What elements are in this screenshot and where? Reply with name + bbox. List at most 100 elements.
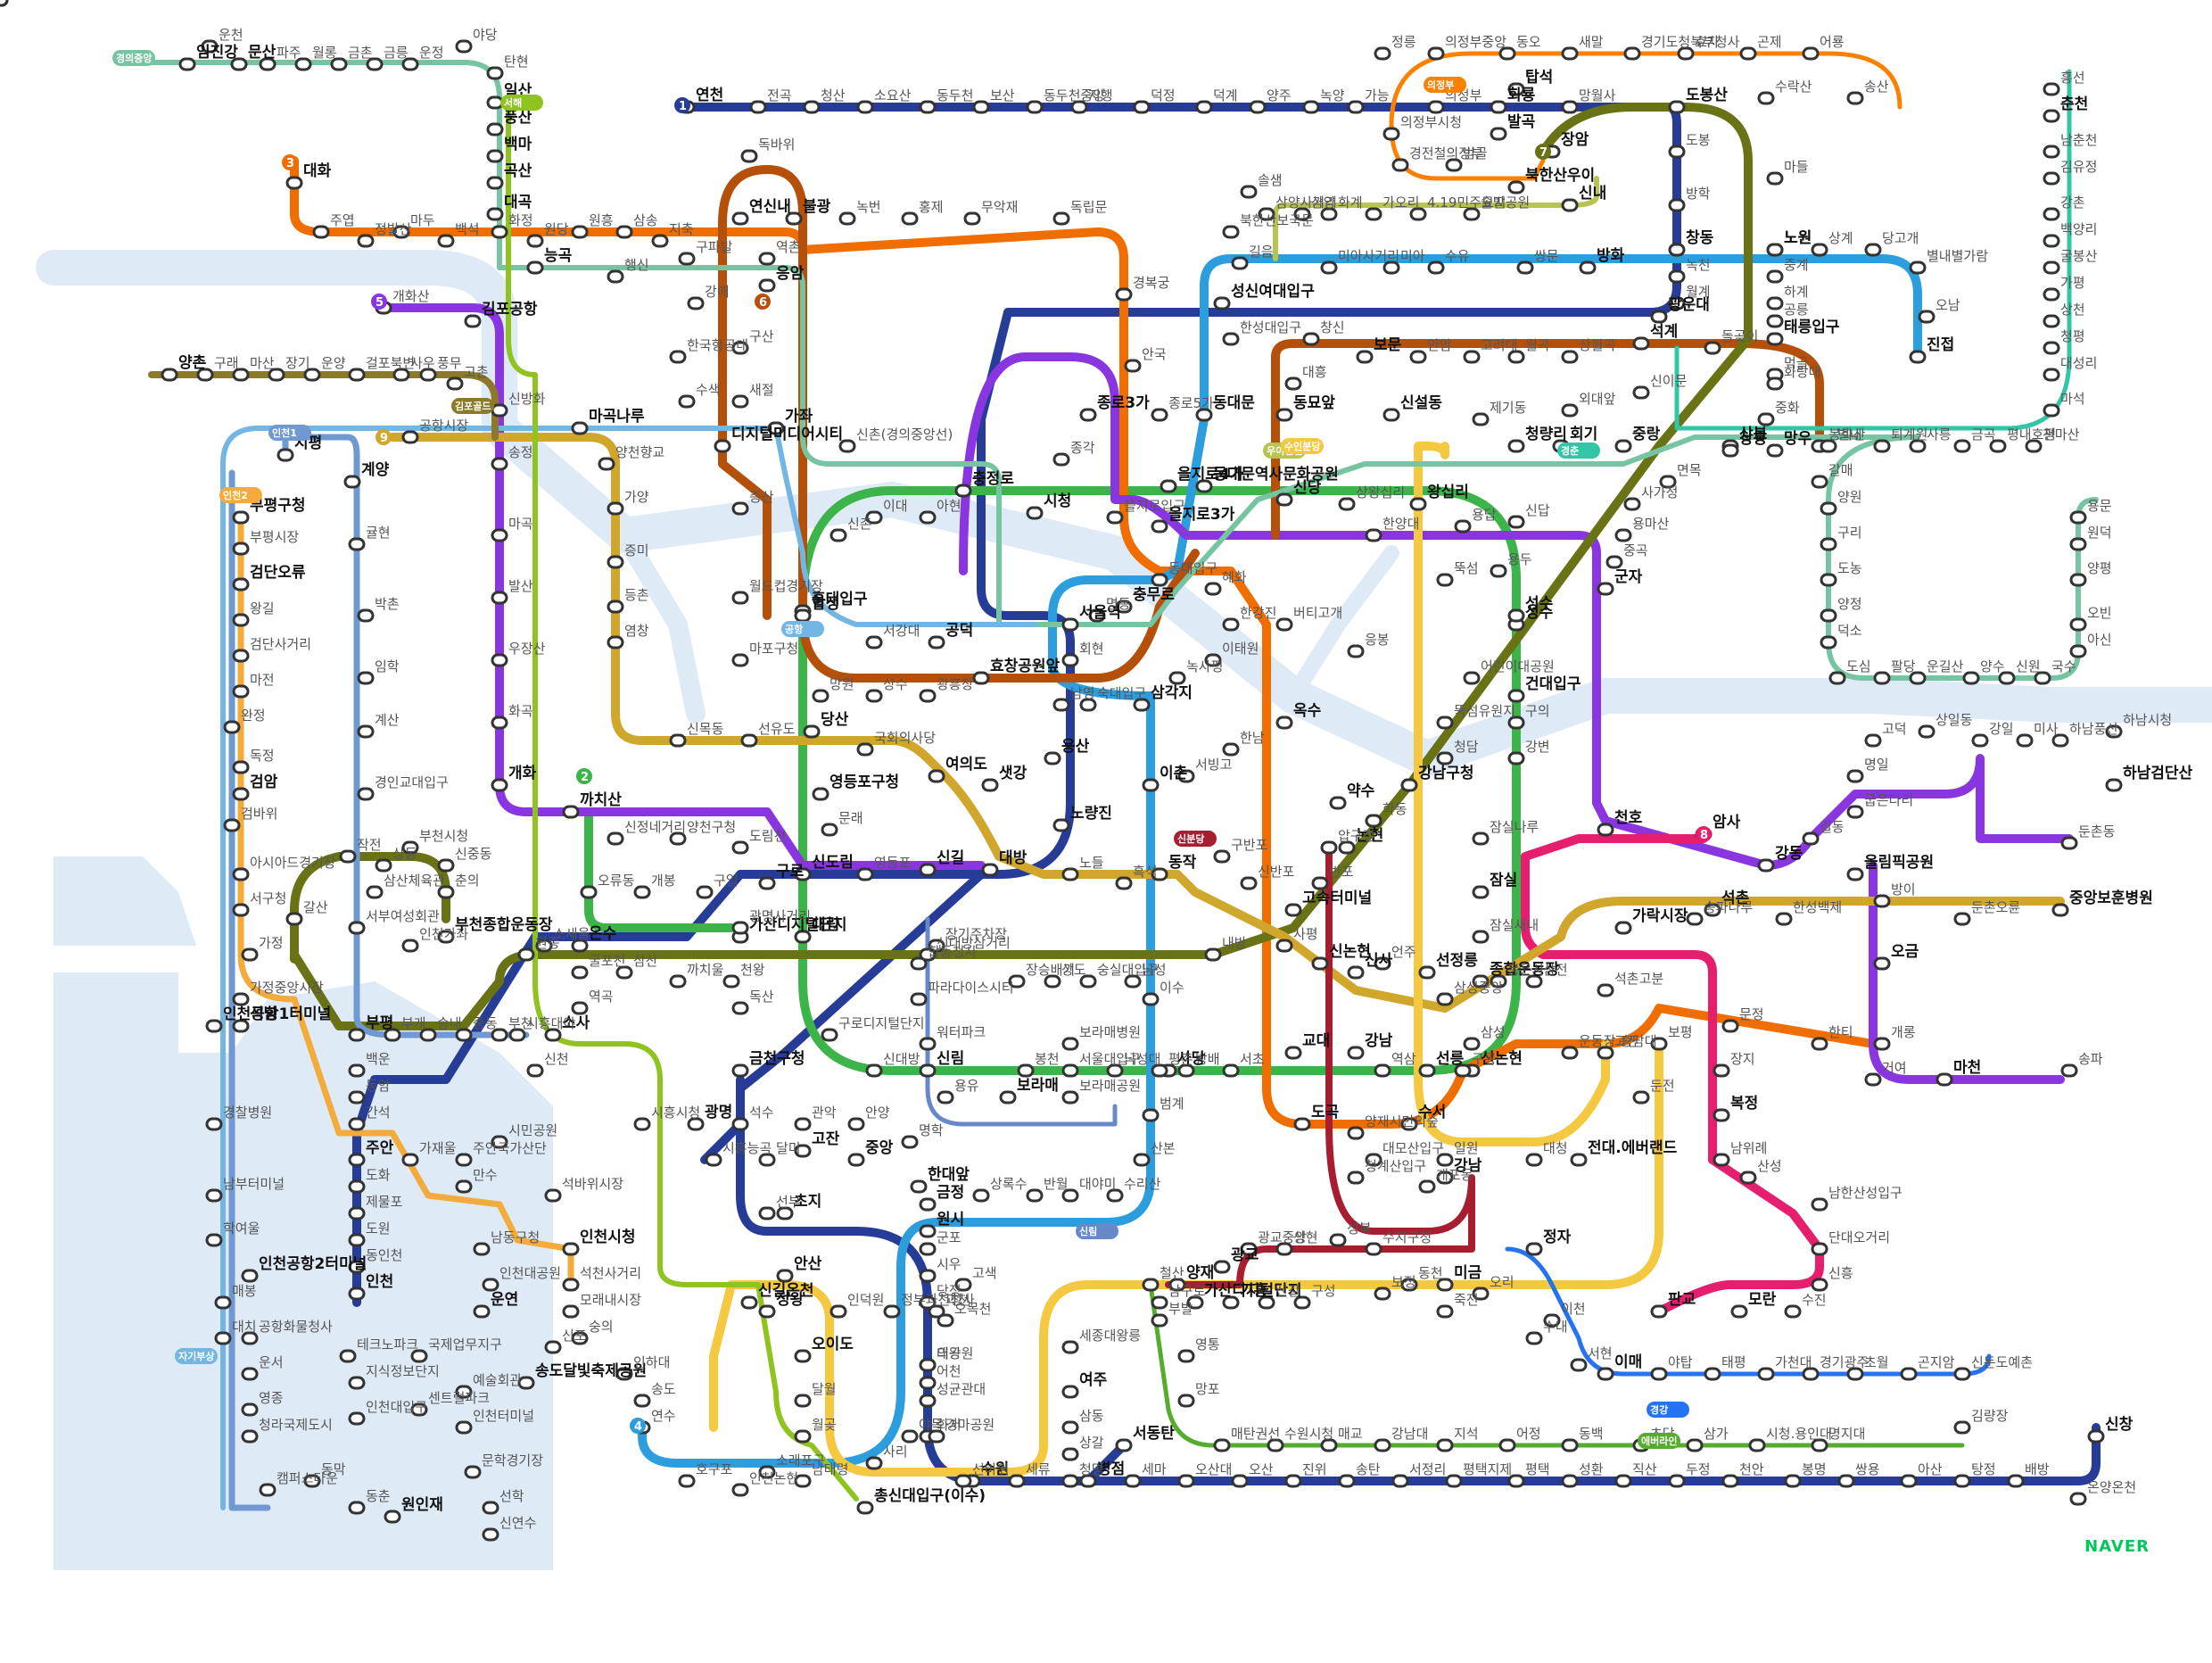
station-label[interactable]: 세종대왕릉	[1079, 1328, 1141, 1344]
station-label[interactable]: 고진	[1614, 1033, 1639, 1049]
station-marker[interactable]	[1115, 287, 1133, 302]
station-marker[interactable]	[1650, 1037, 1668, 1051]
station-label[interactable]: 보라매공원	[1079, 1078, 1141, 1094]
station-label[interactable]: 이대	[883, 498, 908, 514]
station-marker[interactable]	[669, 733, 687, 748]
station-marker[interactable]	[571, 939, 589, 953]
station-marker[interactable]	[464, 314, 482, 328]
station-label[interactable]: 숭실대입구	[1097, 962, 1159, 978]
station-marker[interactable]	[1061, 1090, 1079, 1105]
station-marker[interactable]	[678, 1474, 696, 1488]
station-label[interactable]: 수락산	[1775, 79, 1812, 95]
station-marker[interactable]	[241, 1367, 259, 1381]
station-label[interactable]: 광교중앙	[1258, 1229, 1307, 1245]
station-marker[interactable]	[731, 1063, 749, 1078]
station-label[interactable]: 대흥	[1302, 364, 1327, 380]
station-label[interactable]: 개화	[508, 765, 537, 782]
station-label[interactable]: 종각	[1070, 440, 1095, 456]
station-label[interactable]: 석수	[749, 1105, 774, 1121]
station-label[interactable]: 암사	[1713, 814, 1741, 832]
station-marker[interactable]	[1106, 510, 1124, 525]
station-marker[interactable]	[1258, 207, 1275, 221]
station-label[interactable]: 남위례	[1730, 1140, 1767, 1156]
station-marker[interactable]	[669, 832, 687, 846]
station-marker[interactable]	[1160, 479, 1177, 493]
station-label[interactable]: 금정	[937, 1184, 964, 1202]
station-marker[interactable]	[455, 1179, 473, 1194]
station-label[interactable]: 대야미	[1079, 1176, 1116, 1192]
station-label[interactable]: 상봉	[1739, 430, 1768, 448]
station-label[interactable]: 미아사거리	[1338, 248, 1399, 264]
station-marker[interactable]	[919, 1242, 937, 1256]
station-marker[interactable]	[910, 956, 928, 971]
station-label[interactable]: 지축	[669, 221, 694, 237]
station-marker[interactable]	[562, 1278, 580, 1292]
station-label[interactable]: 금곡	[1971, 426, 1996, 443]
station-label[interactable]: 덕정	[1151, 87, 1176, 103]
station-marker[interactable]	[232, 510, 250, 525]
station-marker[interactable]	[794, 1349, 812, 1363]
station-label[interactable]: 사평	[1293, 926, 1318, 942]
station-marker[interactable]	[384, 1028, 401, 1042]
station-marker[interactable]	[981, 778, 999, 792]
station-marker[interactable]	[1222, 332, 1240, 346]
station-marker[interactable]	[2043, 403, 2060, 418]
station-label[interactable]: 금촌	[348, 45, 373, 61]
station-marker[interactable]	[919, 1295, 937, 1310]
station-label[interactable]: 매봉	[232, 1283, 257, 1299]
station-marker[interactable]	[1365, 207, 1382, 221]
station-marker[interactable]	[571, 965, 589, 980]
station-label[interactable]: 임학	[375, 658, 400, 674]
station-marker[interactable]	[1026, 506, 1044, 520]
station-label[interactable]: 동인천	[366, 1247, 402, 1263]
station-label[interactable]: 광운대	[1668, 296, 1710, 314]
station-marker[interactable]	[1677, 46, 1695, 61]
station-marker[interactable]	[1186, 1295, 1204, 1310]
station-marker[interactable]	[348, 537, 366, 551]
station-label[interactable]: 학동	[1382, 801, 1407, 817]
station-label[interactable]: 등촌	[624, 587, 649, 603]
station-marker[interactable]	[1472, 1287, 1490, 1301]
station-label[interactable]: 진접	[1927, 336, 1954, 354]
station-label[interactable]: 미아	[1400, 248, 1425, 264]
station-marker[interactable]	[1222, 1063, 1240, 1078]
station-label[interactable]: 검단사거리	[250, 636, 311, 652]
station-marker[interactable]	[1561, 1438, 1579, 1452]
station-label[interactable]: 회기	[1570, 426, 1597, 443]
station-label[interactable]: 초월	[1864, 1354, 1889, 1370]
station-marker[interactable]	[1338, 497, 1356, 511]
station-label[interactable]: 백마	[504, 136, 532, 153]
station-label[interactable]: 신대방	[883, 1051, 920, 1067]
station-label[interactable]: 낙성대	[1124, 1051, 1160, 1067]
station-marker[interactable]	[348, 1028, 366, 1042]
station-marker[interactable]	[1079, 698, 1097, 712]
station-marker[interactable]	[1177, 1394, 1195, 1408]
station-marker[interactable]	[562, 1304, 580, 1319]
station-marker[interactable]	[1427, 46, 1445, 61]
station-marker[interactable]	[740, 1295, 758, 1310]
station-label[interactable]: 인천논현	[749, 1470, 798, 1486]
station-label[interactable]: 파라다이스시티	[928, 980, 1014, 996]
station-label[interactable]: 신목동	[687, 721, 724, 737]
station-label[interactable]: 개봉	[651, 873, 676, 889]
station-marker[interactable]	[1498, 46, 1516, 61]
station-marker[interactable]	[2043, 261, 2060, 275]
station-marker[interactable]	[1757, 858, 1775, 873]
station-label[interactable]: 진위	[1302, 1461, 1327, 1477]
station-marker[interactable]	[535, 939, 553, 953]
station-marker[interactable]	[1365, 1242, 1382, 1256]
station-label[interactable]: 한국항공대	[687, 337, 748, 353]
station-marker[interactable]	[410, 1402, 428, 1417]
station-label[interactable]: 방화	[1597, 247, 1625, 265]
station-marker[interactable]	[740, 733, 758, 748]
station-label[interactable]: 계양	[361, 461, 390, 479]
station-marker[interactable]	[1757, 412, 1775, 426]
station-label[interactable]: 갈매	[1828, 462, 1853, 478]
station-marker[interactable]	[865, 635, 883, 649]
station-marker[interactable]	[1052, 452, 1070, 467]
station-marker[interactable]	[731, 591, 749, 605]
station-label[interactable]: 부평시장	[250, 529, 299, 545]
station-marker[interactable]	[366, 57, 384, 71]
station-marker[interactable]	[491, 457, 508, 471]
station-label[interactable]: 금릉	[384, 45, 409, 61]
